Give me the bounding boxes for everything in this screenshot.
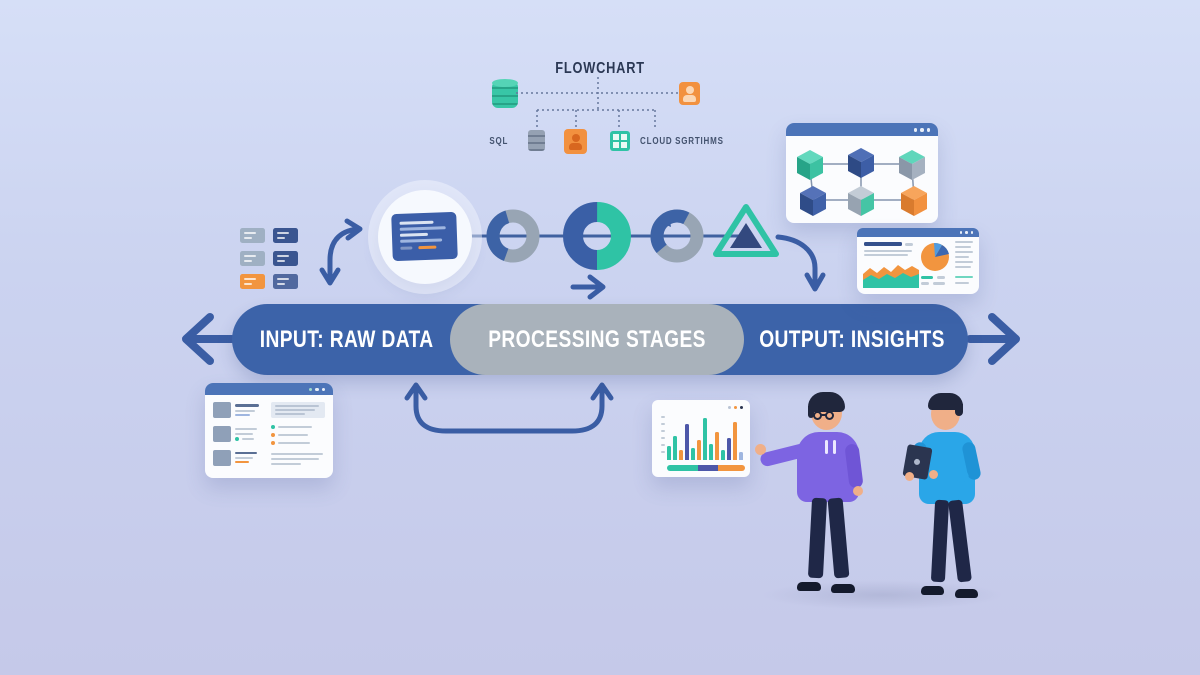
drawstring — [833, 440, 836, 454]
network-window — [786, 123, 938, 223]
window-dots — [913, 128, 930, 132]
refresh-donut-icon — [650, 209, 704, 263]
left-flow-arrow — [182, 313, 236, 365]
pointing-hand — [755, 444, 766, 455]
leg — [930, 499, 950, 583]
bar — [721, 450, 725, 460]
feedback-loop-arrow — [404, 382, 614, 434]
drawstring — [825, 440, 828, 454]
hand — [905, 472, 914, 481]
bar — [739, 452, 743, 460]
bar — [703, 418, 707, 460]
data-card — [273, 274, 298, 289]
glasses-lens — [825, 411, 834, 420]
bar — [673, 436, 677, 460]
thumbnail — [213, 402, 231, 418]
window-dots — [959, 231, 973, 234]
stacked-segment — [667, 465, 699, 471]
pie-chart — [921, 242, 949, 271]
bar — [679, 450, 683, 460]
person-presenter — [755, 392, 875, 602]
grid-icon — [610, 131, 630, 151]
stacked-progress-bar — [667, 465, 745, 471]
output-stage-label: OUTPUT: INSIGHTS — [759, 325, 945, 353]
output-branch-arrow — [775, 234, 826, 292]
window-titlebar — [857, 228, 979, 237]
bar-chart-bars — [667, 412, 745, 460]
bar — [685, 424, 689, 460]
area-chart — [863, 265, 919, 288]
algorithms-label: SGRTIHMS — [675, 136, 724, 147]
content-list-window — [205, 383, 333, 478]
thumbnail — [213, 426, 231, 442]
triangle-icon — [713, 204, 779, 257]
bar — [667, 446, 671, 460]
bar — [715, 432, 719, 460]
cloud-label: CLOUD — [640, 136, 673, 147]
split-donut-icon — [563, 202, 631, 270]
data-card — [240, 251, 265, 266]
user-badge-icon — [679, 82, 700, 105]
leg — [807, 497, 828, 579]
shoe — [831, 584, 855, 593]
bullet-dot — [271, 441, 275, 445]
hair — [928, 393, 963, 410]
shoe — [921, 586, 944, 595]
shoe — [797, 582, 821, 591]
user-icon — [564, 129, 587, 154]
data-card — [273, 251, 298, 266]
bar — [709, 444, 713, 460]
center-step-arrow — [570, 274, 606, 300]
stacked-segment — [718, 465, 745, 471]
right-flow-arrow — [966, 313, 1020, 365]
hair — [808, 392, 845, 412]
stacked-segment — [698, 465, 719, 471]
document-card-icon — [391, 211, 458, 262]
window-dots — [308, 387, 325, 391]
processing-stage-label: PROCESSING STAGES — [488, 325, 706, 353]
glasses-bridge — [821, 414, 826, 416]
processing-pill — [450, 304, 744, 375]
pipeline-start-node — [378, 190, 472, 284]
leg — [948, 499, 972, 583]
window-titlebar — [205, 383, 333, 395]
hand — [853, 486, 863, 496]
raw-data-grid — [240, 228, 300, 298]
bullet-dot — [271, 433, 275, 437]
bar — [691, 448, 695, 460]
window-titlebar — [786, 123, 938, 136]
status-dot — [235, 437, 239, 441]
data-card — [240, 228, 265, 243]
sql-label: SQL — [489, 136, 509, 147]
donut-chart-icon — [486, 209, 540, 263]
hand — [929, 470, 938, 479]
leg — [827, 497, 850, 579]
bar — [697, 440, 701, 460]
flowchart-title: FLOWCHART — [555, 60, 645, 77]
dashboard-window — [857, 228, 979, 294]
bullet-dot — [271, 425, 275, 429]
server-icon — [528, 130, 545, 151]
bar — [733, 422, 737, 460]
shoe — [955, 589, 978, 598]
data-card — [273, 228, 298, 243]
dotted-tree-lines — [516, 77, 678, 130]
bar — [727, 438, 731, 460]
thumbnail — [213, 450, 231, 466]
input-stage-label: INPUT: RAW DATA — [260, 325, 434, 353]
input-branch-arrow — [319, 218, 363, 286]
window-dots — [728, 406, 743, 409]
hair-side — [955, 404, 963, 416]
tablet-logo — [913, 458, 921, 466]
database-icon — [492, 79, 518, 108]
person-tablet-user — [893, 392, 993, 607]
hair-side — [808, 406, 814, 418]
data-card — [240, 274, 265, 289]
